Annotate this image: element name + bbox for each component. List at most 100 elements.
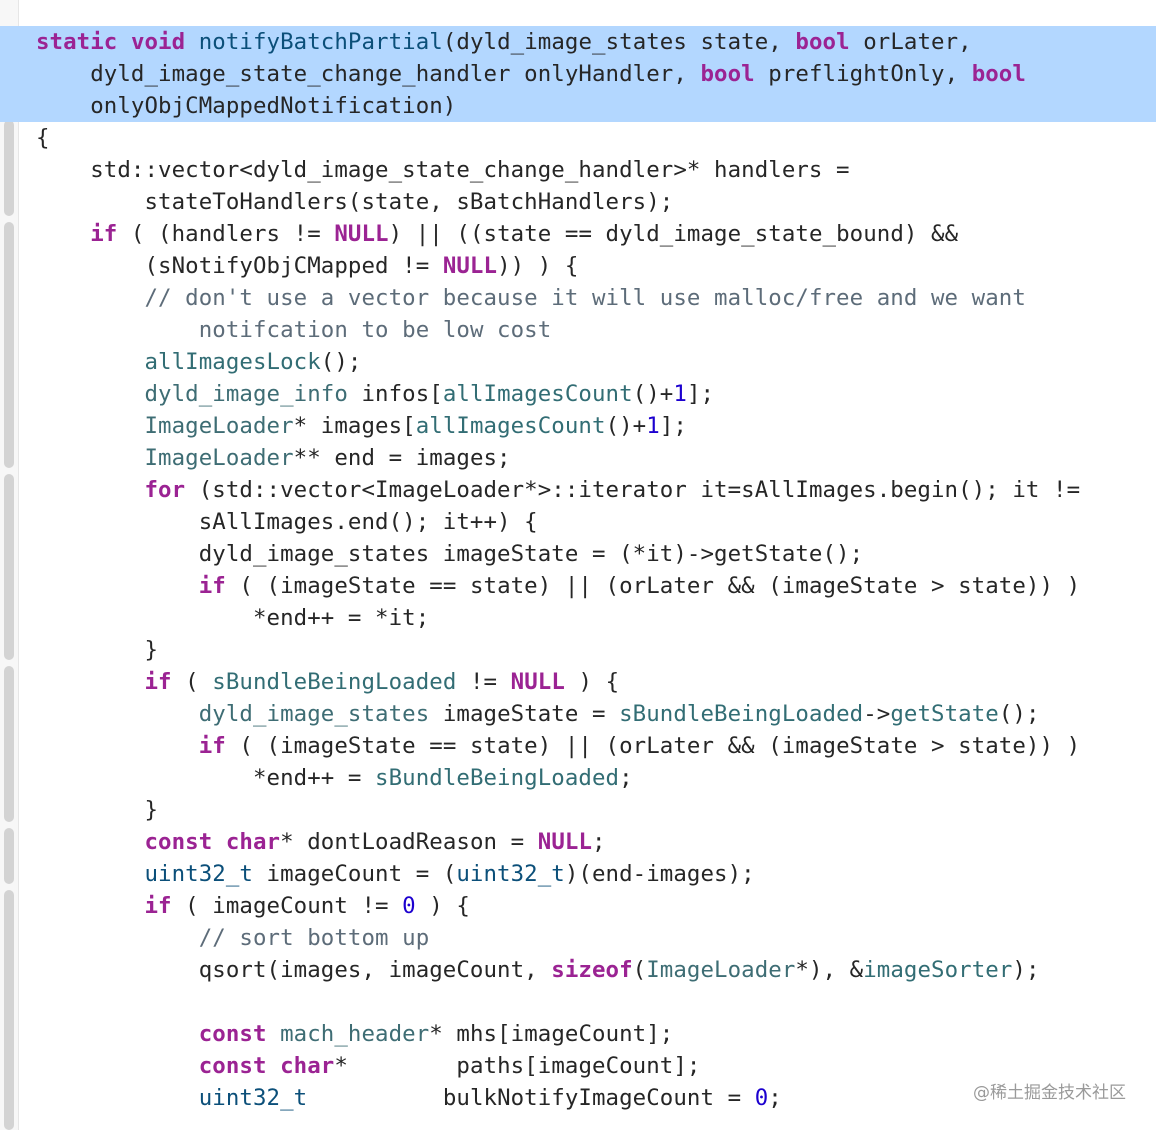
- code-token: [36, 477, 144, 503]
- code-token: ( (handlers !=: [117, 221, 335, 247]
- fold-marker[interactable]: [4, 890, 14, 1130]
- code-token: if: [198, 573, 226, 599]
- code-line[interactable]: (sNotifyObjCMapped != NULL)) ) {: [36, 250, 1156, 282]
- code-token: sBundleBeingLoaded: [375, 765, 620, 791]
- fold-marker[interactable]: [4, 120, 14, 216]
- fold-marker[interactable]: [4, 474, 14, 660]
- code-token: dyld_image_info: [144, 381, 348, 407]
- code-token: * dontLoadReason =: [280, 829, 538, 855]
- code-token: *end++ = *it;: [36, 605, 430, 631]
- code-line[interactable]: notifcation to be low cost: [36, 314, 1156, 346]
- code-token: onlyObjCMappedNotification): [36, 93, 457, 119]
- code-token: uint32_t: [144, 861, 253, 887]
- code-token: 0: [754, 1085, 769, 1111]
- code-line[interactable]: allImagesLock();: [36, 346, 1156, 378]
- code-token: preflightOnly,: [754, 61, 972, 87]
- code-line[interactable]: onlyObjCMappedNotification): [0, 90, 1156, 122]
- fold-marker[interactable]: [4, 666, 14, 822]
- code-line[interactable]: std::vector<dyld_image_state_change_hand…: [36, 154, 1156, 186]
- code-token: if: [198, 733, 226, 759]
- code-token: sizeof: [551, 957, 633, 983]
- code-line[interactable]: *end++ = sBundleBeingLoaded;: [36, 762, 1156, 794]
- code-token: std::vector<dyld_image_state_change_hand…: [36, 157, 850, 183]
- fold-marker[interactable]: [4, 222, 14, 468]
- code-line[interactable]: if ( (handlers != NULL) || ((state == dy…: [36, 218, 1156, 250]
- code-line[interactable]: dyld_image_states imageState = sBundleBe…: [36, 698, 1156, 730]
- code-line[interactable]: sAllImages.end(); it++) {: [36, 506, 1156, 538]
- code-line[interactable]: ImageLoader* images[allImagesCount()+1];: [36, 410, 1156, 442]
- code-token: * images[: [293, 413, 416, 439]
- code-token: infos[: [347, 381, 443, 407]
- code-token: char: [225, 829, 281, 855]
- code-token: 1: [646, 413, 660, 439]
- code-token: ();: [320, 349, 362, 375]
- code-line[interactable]: if ( imageCount != 0 ) {: [36, 890, 1156, 922]
- code-line[interactable]: if ( (imageState == state) || (orLater &…: [36, 730, 1156, 762]
- code-line[interactable]: uint32_t imageCount = (uint32_t)(end-ima…: [36, 858, 1156, 890]
- code-token: [36, 317, 199, 343]
- code-line[interactable]: }: [36, 794, 1156, 826]
- code-token: ) {: [415, 893, 470, 919]
- code-token: void: [130, 29, 186, 55]
- code-token: imageSorter: [863, 957, 1013, 983]
- code-line[interactable]: [36, 986, 1156, 1018]
- code-token: [36, 1085, 199, 1111]
- code-token: NULL: [510, 669, 565, 695]
- code-token: [36, 861, 144, 887]
- code-token: uint32_t: [198, 1085, 308, 1111]
- code-token: dyld_image_states imageState = (*it)->ge…: [36, 541, 864, 567]
- code-token: [36, 413, 144, 439]
- code-token: NULL: [537, 829, 593, 855]
- code-token: ImageLoader: [144, 413, 294, 439]
- code-token: stateToHandlers(state, sBatchHandlers);: [36, 189, 674, 215]
- code-token: notifyBatchPartial: [198, 29, 443, 55]
- code-token: qsort(images, imageCount,: [36, 957, 552, 983]
- code-line[interactable]: {: [36, 122, 1156, 154]
- editor-gutter: [0, 0, 19, 1130]
- code-token: {: [36, 125, 50, 151]
- code-line[interactable]: const char* dontLoadReason = NULL;: [36, 826, 1156, 858]
- code-token: bool: [971, 61, 1026, 87]
- code-token: if: [144, 893, 172, 919]
- code-token: [36, 573, 199, 599]
- code-token: dyld_image_states: [198, 701, 430, 727]
- code-token: * mhs[imageCount];: [429, 1021, 674, 1047]
- code-line[interactable]: const char* paths[imageCount];: [36, 1050, 1156, 1082]
- code-token: [185, 29, 199, 55]
- code-token: ImageLoader: [646, 957, 796, 983]
- code-line[interactable]: // don't use a vector because it will us…: [36, 282, 1156, 314]
- code-editor[interactable]: static void notifyBatchPartial(dyld_imag…: [0, 26, 1156, 1114]
- code-token: sAllImages.end(); it++) {: [36, 509, 538, 535]
- code-line[interactable]: dyld_image_state_change_handler onlyHand…: [0, 58, 1156, 90]
- code-line[interactable]: if ( sBundleBeingLoaded != NULL ) {: [36, 666, 1156, 698]
- code-token: bool: [795, 29, 850, 55]
- code-line[interactable]: static void notifyBatchPartial(dyld_imag…: [0, 26, 1156, 58]
- code-token: mach_header: [280, 1021, 430, 1047]
- code-line[interactable]: stateToHandlers(state, sBatchHandlers);: [36, 186, 1156, 218]
- code-line[interactable]: qsort(images, imageCount, sizeof(ImageLo…: [36, 954, 1156, 986]
- code-token: ) {: [564, 669, 620, 695]
- code-token: const: [144, 829, 213, 855]
- code-token: ( (imageState == state) || (orLater && (…: [225, 733, 1081, 759]
- code-token: !=: [456, 669, 511, 695]
- code-token: [36, 1021, 199, 1047]
- code-line[interactable]: *end++ = *it;: [36, 602, 1156, 634]
- code-token: ImageLoader: [144, 445, 294, 471]
- code-token: ;: [592, 829, 606, 855]
- code-line[interactable]: // sort bottom up: [36, 922, 1156, 954]
- code-token: (dyld_image_states state,: [442, 29, 796, 55]
- code-token: (: [171, 669, 213, 695]
- code-line[interactable]: ImageLoader** end = images;: [36, 442, 1156, 474]
- code-line[interactable]: const mach_header* mhs[imageCount];: [36, 1018, 1156, 1050]
- code-token: getState: [890, 701, 999, 727]
- code-line[interactable]: dyld_image_states imageState = (*it)->ge…: [36, 538, 1156, 570]
- code-line[interactable]: uint32_t bulkNotifyImageCount = 0;: [36, 1082, 1156, 1114]
- code-line[interactable]: if ( (imageState == state) || (orLater &…: [36, 570, 1156, 602]
- code-token: [267, 1021, 281, 1047]
- code-line[interactable]: }: [36, 634, 1156, 666]
- code-line[interactable]: dyld_image_info infos[allImagesCount()+1…: [36, 378, 1156, 410]
- fold-marker[interactable]: [4, 828, 14, 884]
- code-line[interactable]: for (std::vector<ImageLoader*>::iterator…: [36, 474, 1156, 506]
- code-token: [36, 349, 144, 375]
- code-token: sBundleBeingLoaded: [212, 669, 457, 695]
